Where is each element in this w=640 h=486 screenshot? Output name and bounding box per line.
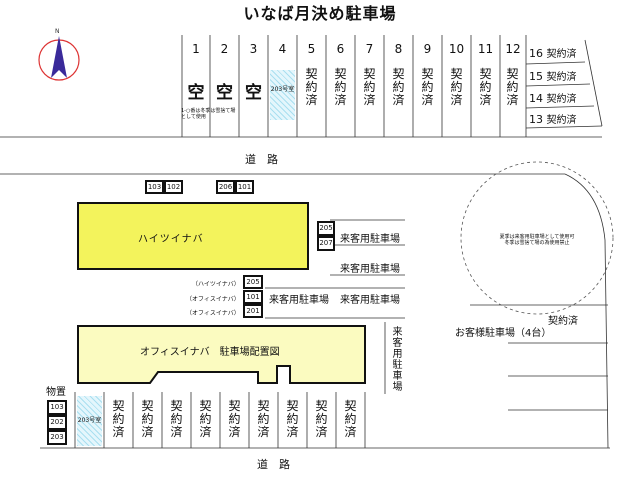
bottom-status-9: 契約済 [344,399,357,439]
lot-status-9: 契約済 [421,67,434,107]
lot-status-1: 空 [187,83,205,103]
haitsu-guest-2: 来客用駐車場 [340,264,400,275]
lot-number-3: 3 [249,42,258,56]
lot-4-room: 203号室 [270,86,295,93]
middle-guest-b: 来客用駐車場 [340,295,400,306]
lot-4-reserved [270,70,295,120]
bottom-status-5: 契約済 [228,399,241,439]
bottom-status-2: 契約済 [141,399,154,439]
storage-box-101: 101 [235,180,254,194]
storage-box-203: 203 [47,430,67,445]
page-title: いなば月決め駐車場 [243,4,397,23]
slot-15-status: 契約済 [546,72,577,83]
haitsu-box-207: 207 [317,236,335,251]
road-label-top: 道 路 [245,153,278,166]
office-building [77,325,366,384]
storage-box-103: 103 [145,180,164,194]
storage-box-103b: 103 [47,400,67,415]
lot-number-11: 11 [477,42,494,56]
office-name: オフィスイナバ 駐車場配置図 [140,347,280,358]
lot-number-1: 1 [192,42,200,56]
storage-label: 物置 [46,387,66,398]
haitsu-name: ハイツイナバ [138,234,204,245]
bottom-status-4: 契約済 [199,399,212,439]
slot-15-num: 15 [529,70,543,83]
storage-box-206: 206 [216,180,235,194]
middle-box-205: 205 [243,275,263,289]
road-label-bottom: 道 路 [257,458,290,471]
middle-box-101: 101 [243,290,263,304]
lot-number-12: 12 [505,42,521,56]
slot-14-num: 14 [529,92,543,105]
middle-tag-1: （ハイツイナバ） [192,281,240,288]
haitsu-box-205: 205 [317,221,335,236]
lot-status-5: 契約済 [305,67,318,107]
bottom-status-7: 契約済 [286,399,299,439]
bottom-status-8: 契約済 [315,399,328,439]
bottom-status-6: 契約済 [257,399,270,439]
lot-status-7: 契約済 [363,67,376,107]
compass-letter: N [55,28,60,35]
compass-icon [38,36,80,81]
slot-13: 13 契約済 [529,111,577,126]
customer-lot-status: 契約済 [548,316,578,327]
lot-status-6: 契約済 [334,67,347,107]
slot-16-num: 16 [529,47,543,60]
lot-status-12: 契約済 [506,67,519,107]
lot-number-8: 8 [394,42,403,56]
lot-number-9: 9 [423,42,432,56]
middle-tag-2: （オフィスイナバ） [186,296,240,303]
slot-14-status: 契約済 [546,94,577,105]
slot-16-status: 契約済 [546,49,577,60]
slot-13-num: 13 [529,113,543,126]
lot-number-5: 5 [307,42,316,56]
lot-number-6: 6 [336,42,345,56]
lot-status-11: 契約済 [479,67,492,107]
snow-area-circle [460,161,614,315]
lot-status-8: 契約済 [392,67,405,107]
storage-box-202: 202 [47,415,67,430]
haitsu-building [77,202,309,270]
bottom-room: 203号室 [77,417,102,424]
lot-status-3: 空 [245,83,262,103]
lot-status-2: 空 [216,83,233,103]
middle-box-201: 201 [243,304,263,318]
customer-lot-label: お客様駐車場（4台） [455,328,552,339]
storage-box-102: 102 [164,180,183,194]
middle-tag-3: （オフィスイナバ） [186,310,240,317]
middle-guest-a: 来客用駐車場 [269,295,329,306]
slot-13-status: 契約済 [546,115,577,126]
slot-16: 16 契約済 [529,45,577,60]
lot-note: 1-○番は冬季は雪捨て場として使用 [181,108,236,120]
lot-number-4: 4 [278,42,287,56]
circle-note: 夏季は来客用駐車場として使用可 冬季は雪捨て場の為使用禁止 [499,234,575,246]
slot-15: 15 契約済 [529,68,577,83]
office-vertical-guest: 来客用駐車場 [390,326,401,392]
slot-14: 14 契約済 [529,90,577,105]
lot-status-10: 契約済 [450,67,463,107]
bottom-status-3: 契約済 [170,399,183,439]
lot-number-10: 10 [448,42,465,56]
haitsu-guest-1: 来客用駐車場 [340,234,400,245]
lot-number-2: 2 [220,42,229,56]
bottom-reserved [77,396,102,446]
bottom-status-1: 契約済 [112,399,125,439]
lot-number-7: 7 [365,42,374,56]
